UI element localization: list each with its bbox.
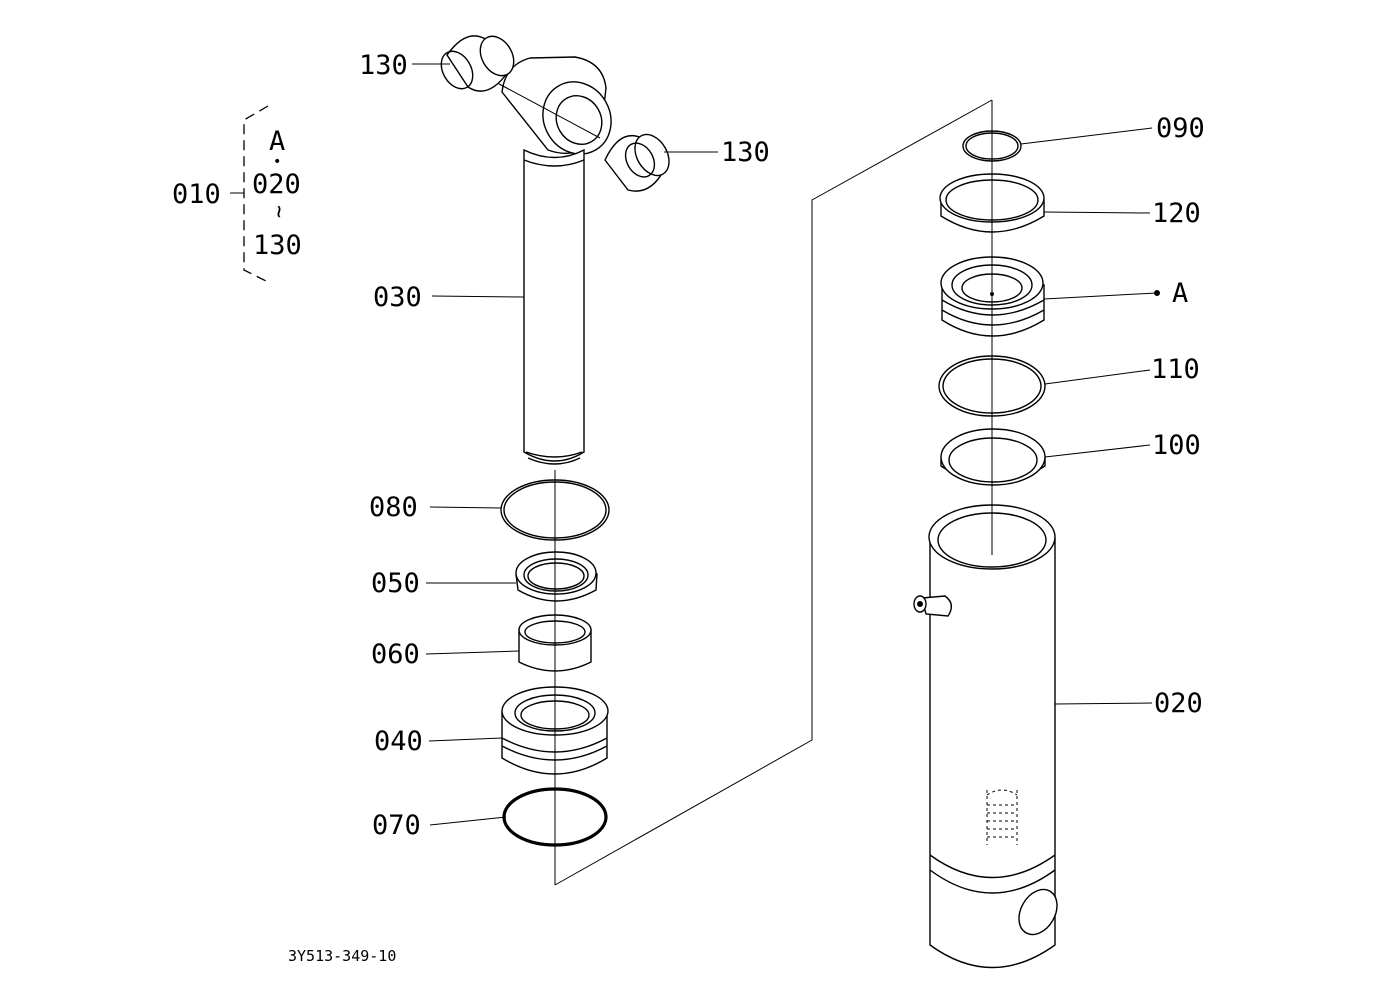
piston-rod-030: [523, 148, 585, 465]
assembly-connector-line: [554, 99, 993, 886]
label-a: A: [1172, 278, 1188, 309]
internal-threads: [986, 789, 1018, 845]
label-130-right: 130: [721, 137, 770, 168]
label-010: 010: [172, 179, 221, 210]
cylinder-tube-020: [913, 504, 1058, 969]
leader-lines: [412, 63, 1160, 826]
bracket-tilde: ~: [266, 205, 291, 218]
bracket-dot: •: [273, 154, 281, 170]
label-110: 110: [1151, 354, 1200, 385]
label-050: 050: [371, 568, 420, 599]
label-120: 120: [1152, 198, 1201, 229]
label-020: 020: [1154, 688, 1203, 719]
bracket-label-130: 130: [253, 230, 302, 261]
bushing-130-right: [604, 133, 670, 192]
label-100: 100: [1152, 430, 1201, 461]
label-040: 040: [374, 726, 423, 757]
seal-050: [515, 551, 598, 602]
label-070: 070: [372, 810, 421, 841]
label-130-top: 130: [359, 50, 408, 81]
drawing-number: 3Y513-349-10: [288, 947, 396, 965]
label-090: 090: [1156, 113, 1205, 144]
label-030: 030: [373, 282, 422, 313]
rod-eye: [487, 56, 612, 155]
label-060: 060: [371, 639, 420, 670]
ring-100: [940, 428, 1046, 486]
label-080: 080: [369, 492, 418, 523]
bracket-label-a: A: [269, 126, 285, 157]
bushing-130-top: [440, 35, 515, 92]
bracket-label-020: 020: [252, 169, 301, 200]
assembly-bracket: [230, 105, 269, 283]
